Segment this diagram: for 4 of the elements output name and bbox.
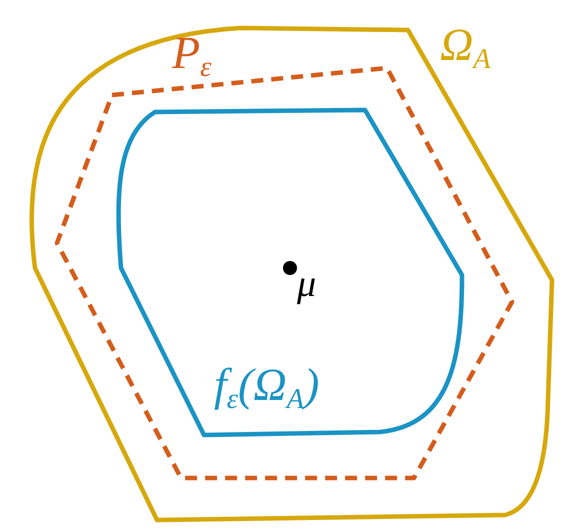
math-label: P$_{ε}$ bbox=[172, 30, 212, 76]
math-label: f$_{ε}$(Ω$_{A}$) bbox=[214, 362, 320, 408]
math-label: Ω$_{A}$ bbox=[440, 22, 491, 68]
point-label: μ bbox=[297, 265, 316, 303]
